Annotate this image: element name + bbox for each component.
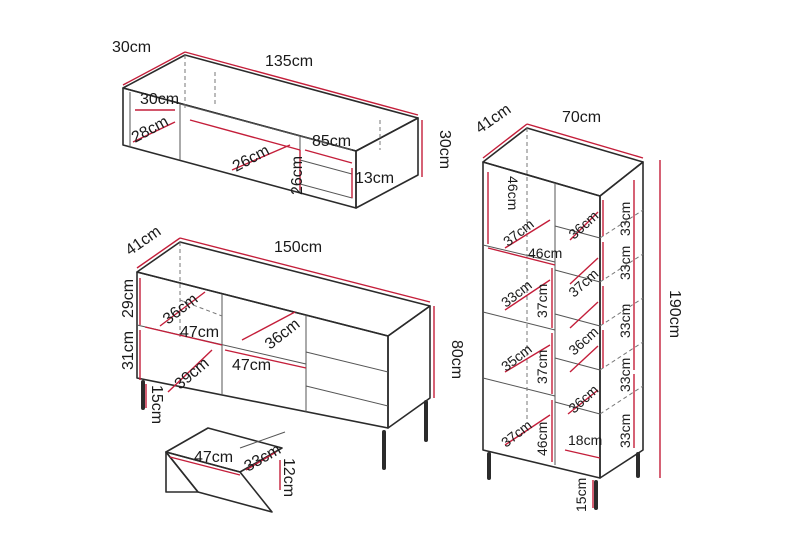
sideboard-upper-height-label: 29cm — [120, 279, 137, 318]
tv-bench-middle-height-label: 26cm — [289, 156, 306, 195]
bookcase-right-height-5-label: 33cm — [617, 414, 633, 448]
bookcase-right-height-1-label: 33cm — [617, 202, 633, 236]
bookcase-depth-label: 41cm — [473, 101, 515, 137]
bookcase-left-shelf-3-label: 35cm — [498, 341, 535, 375]
drawer-height-label: 12cm — [280, 458, 297, 497]
bookcase-left-width-label: 46cm — [528, 245, 562, 261]
bookcase-left-height-2-label: 37cm — [534, 284, 550, 318]
bookcase-left-shelf-4-label: 37cm — [498, 417, 535, 451]
drawer-width-label: 47cm — [194, 449, 233, 466]
tv-bench-right-width-label: 85cm — [312, 133, 351, 150]
sideboard-middle-shelf-depth-label: 36cm — [262, 316, 303, 353]
tv-bench-width-label: 135cm — [265, 53, 313, 70]
sideboard-side — [387, 305, 431, 429]
bookcase — [482, 127, 644, 510]
drawer — [165, 427, 286, 513]
tv-bench-left-shelf-label: 28cm — [129, 113, 172, 146]
bookcase-right-width-bottom-label: 18cm — [568, 432, 602, 448]
bookcase-right-height-3-label: 33cm — [617, 304, 633, 338]
sideboard-lower-shelf-depth-label: 39cm — [172, 355, 213, 393]
tv-bench-side — [355, 117, 419, 209]
bookcase-width-label: 70cm — [562, 109, 601, 126]
sideboard-front — [136, 271, 389, 429]
sideboard-upper-shelf-depth-label: 36cm — [160, 291, 201, 328]
tv-bench-height-label: 30cm — [436, 130, 453, 169]
bookcase-right-height-4-label: 33cm — [617, 358, 633, 392]
bookcase-side — [599, 161, 644, 479]
sideboard-lower-height-label: 31cm — [120, 331, 137, 370]
sideboard-height-label: 80cm — [448, 340, 465, 379]
drawer-dimensions — [169, 451, 281, 490]
tv-bench-depth-label: 30cm — [112, 39, 151, 56]
drawer-side — [165, 451, 199, 493]
bookcase-right-height-2-label: 33cm — [617, 246, 633, 280]
bookcase-dimensions — [482, 123, 661, 508]
bookcase-left-height-4-label: 46cm — [534, 422, 550, 456]
tv-bench-right-height-label: 13cm — [355, 170, 394, 187]
bookcase-legs-label: 15cm — [573, 478, 589, 512]
bookcase-left-top-height-label: 46cm — [505, 176, 521, 210]
sideboard-dimensions — [136, 237, 435, 408]
bookcase-right-depth-3-label: 36cm — [565, 323, 601, 358]
sideboard-upper-shelf-width-label: 47cm — [180, 324, 219, 341]
tv-bench-inner-depth-label: 30cm — [140, 91, 179, 108]
bookcase-right-depth-4-label: 36cm — [565, 381, 601, 416]
bookcase-left-shelf-2-label: 33cm — [498, 277, 535, 311]
drawer-depth-label: 33cm — [242, 441, 284, 475]
tv-bench-dimensions — [122, 51, 423, 198]
sideboard-width-label: 150cm — [274, 239, 322, 256]
tv-bench-middle-depth-label: 26cm — [230, 142, 273, 175]
sideboard-legs-label: 15cm — [148, 385, 165, 424]
sideboard-middle-shelf-width-label: 47cm — [232, 357, 271, 374]
sideboard — [136, 241, 431, 470]
bookcase-left-height-3-label: 37cm — [534, 350, 550, 384]
bookcase-height-label: 190cm — [666, 290, 683, 338]
